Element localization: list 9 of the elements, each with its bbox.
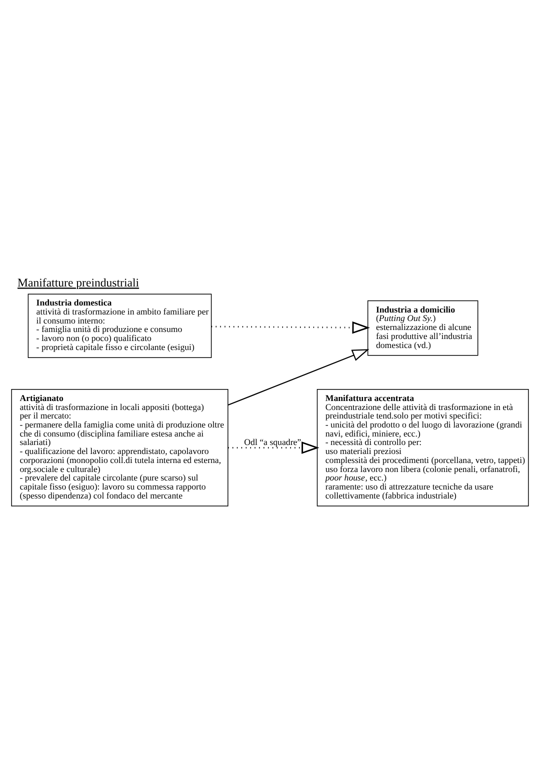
edge-label: Odl “a squadre” — [244, 436, 302, 447]
node-box: Industria domestica attività di trasformazione in ambito familiare per il consumo interno: - famiglia unità di produzione e consumo - lavoro non (o poco) qualificato - proprietà capitale fisso e circolante (esigui) — [28, 293, 212, 358]
arrow — [228, 348, 370, 406]
diagram-title: Manifatture preindustriali — [17, 275, 140, 290]
node-box: Artigianato attività di trasformazione in locali appositi (bottega) per il mercato: - permanere della famiglia come unità di produzione oltre che di consumo (disciplina familiare estesa anche ai salariati) - qualificazione del lavoro: apprendistato, capolavoro corporazioni (monopolio coll.di tutela interna ed esterna, org.sociale e culturale) - prevalere del capitale circolante (pure scarso) sul capitale fisso (esiguo): lavoro su commessa rapporto (spesso dipendenza) col fondaco del mercante — [11, 388, 228, 506]
node-box: Manifattura accentrata Concentrazione delle attività di trasformazione in età preindustriale tend.solo per motivi specifici: - unicità del prodotto o del luogo di lavorazione (grandi navi, edifici, miniere, ecc.) - necessità di controllo per: uso materiali preziosi complessità dei procedimenti (porcellana, vetro, tappeti) uso forza lavoro non libera (colonie penali, orfanatrofi, poor house, ecc.) raramente: uso di attrezzature tecniche da usare collettivamente (fabbrica industriale) — [316, 388, 529, 506]
arrow — [211, 320, 370, 334]
node-box: Industria a domicilio (Putting Out Sy.) esternalizzazione di alcune fasi produttive all’industria domestica (vd.) — [367, 300, 478, 356]
arrow — [228, 441, 320, 454]
